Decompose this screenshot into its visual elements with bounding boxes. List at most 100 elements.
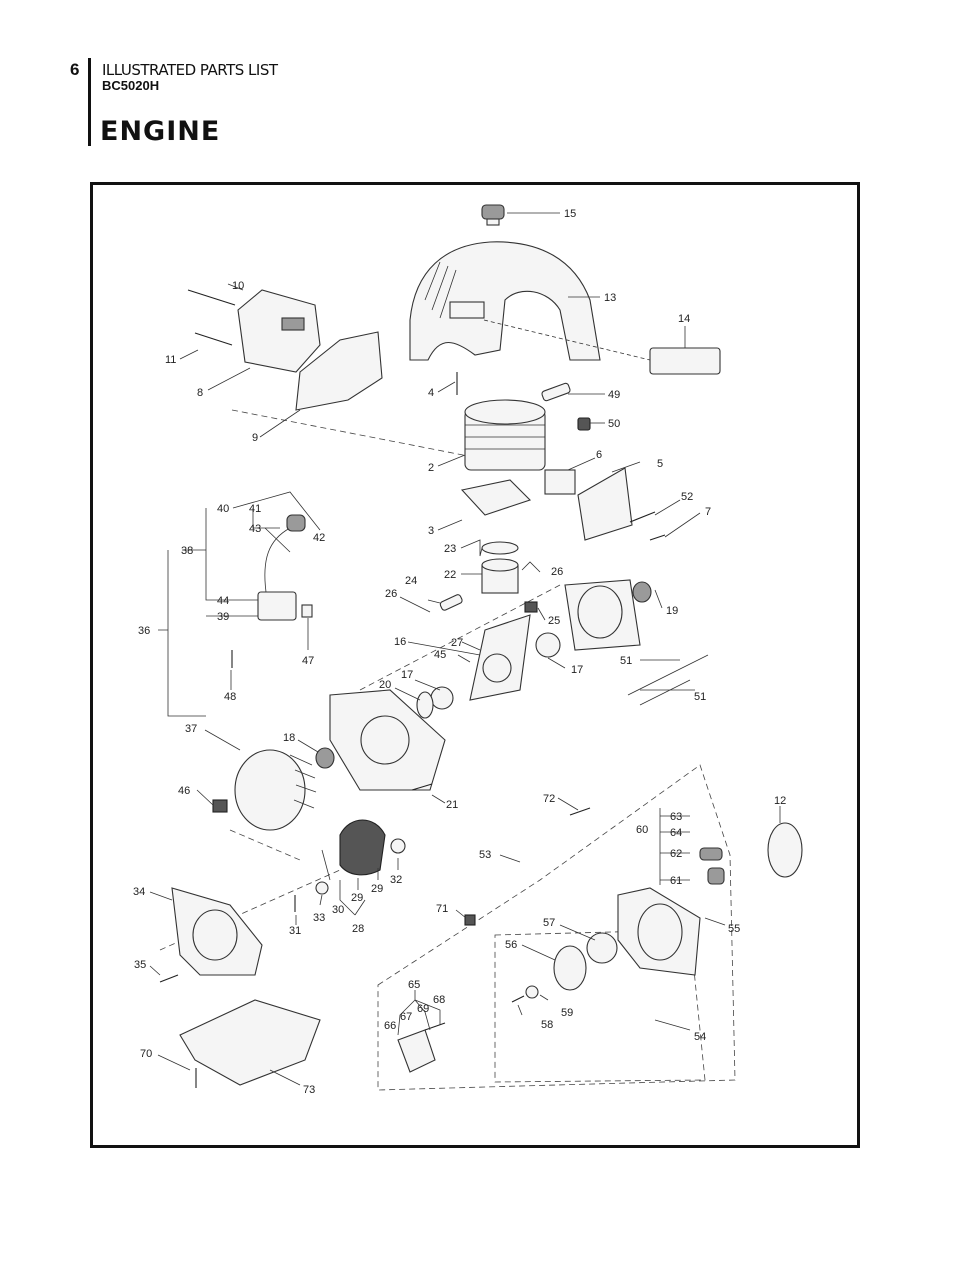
callout-16: 16: [394, 636, 406, 648]
callout-27: 27: [451, 637, 463, 649]
o-ring-part: [767, 822, 803, 878]
callout-36: 36: [138, 625, 150, 637]
callout-9: 9: [252, 432, 258, 444]
callout-25: 25: [548, 615, 560, 627]
callout-59: 59: [561, 1007, 573, 1019]
document-title: ILLUSTRATED PARTS LIST: [102, 61, 278, 79]
callout-20: 20: [379, 679, 391, 691]
callout-39: 39: [217, 611, 229, 623]
pulley-washer-part: [525, 985, 539, 999]
callout-62: 62: [670, 848, 682, 860]
callout-53: 53: [479, 849, 491, 861]
callout-15: 15: [564, 208, 576, 220]
screw-part: [649, 534, 666, 541]
starter-grip-part: [699, 847, 725, 885]
flywheel-nut-part: [212, 799, 228, 813]
header-divider: [88, 58, 91, 146]
callout-22: 22: [444, 569, 456, 581]
callout-52: 52: [681, 491, 693, 503]
muffler-gasket-part: [295, 331, 383, 411]
oil-seal-part: [632, 581, 652, 603]
callout-69: 69: [417, 1003, 429, 1015]
spark-plug-part: [541, 382, 571, 402]
callout-13: 13: [604, 292, 616, 304]
callout-60: 60: [636, 824, 648, 836]
callout-17-left: 17: [401, 669, 413, 681]
pulley-screw-part: [511, 995, 525, 1003]
recoil-spring-part: [586, 932, 618, 964]
callout-34: 34: [133, 886, 145, 898]
callout-51-lower: 51: [694, 691, 706, 703]
engine-cover-part: [409, 241, 601, 361]
cylinder-gasket-part: [460, 479, 532, 516]
callout-73: 73: [303, 1084, 315, 1096]
piston-pin-part: [439, 594, 463, 611]
starter-nut-part: [464, 914, 476, 926]
callout-26-upper: 26: [551, 566, 563, 578]
callout-14: 14: [678, 313, 690, 325]
ratchet-spring-part: [424, 1022, 446, 1031]
callout-70: 70: [140, 1048, 152, 1060]
callout-72: 72: [543, 793, 555, 805]
muffler-part: [237, 289, 321, 373]
flywheel-part: [234, 749, 317, 831]
callout-49: 49: [608, 389, 620, 401]
callout-46: 46: [178, 785, 190, 797]
callout-40: 40: [217, 503, 229, 515]
clutch-shoe-part: [339, 819, 386, 876]
callout-24: 24: [405, 575, 417, 587]
circlip-part: [416, 691, 434, 719]
ratchet-part: [397, 1029, 436, 1073]
callout-3: 3: [428, 525, 434, 537]
starter-case-part: [617, 887, 701, 976]
muffler-bolts-part: [187, 289, 236, 346]
knob-part: [481, 204, 505, 226]
model-number: BC5020H: [102, 78, 160, 93]
callout-68: 68: [433, 994, 445, 1006]
diagram-frame: [90, 182, 860, 1148]
callout-64: 64: [670, 827, 682, 839]
fan-housing-opening-part: [192, 909, 238, 961]
callout-29-right: 29: [371, 883, 383, 895]
callout-37: 37: [185, 723, 197, 735]
callout-labels: 15 13 14 10 11 8 9 4 49 50 2 6 5 52 7 3 …: [133, 208, 786, 1096]
callout-55: 55: [728, 923, 740, 935]
plug-cap-part: [577, 417, 591, 431]
callout-67: 67: [400, 1011, 412, 1023]
crankcase-left-bore-part: [360, 715, 410, 765]
callout-43: 43: [249, 523, 261, 535]
crankcase-bolt-part: [411, 783, 433, 791]
callout-65: 65: [408, 979, 420, 991]
leader-lines: [149, 212, 781, 1086]
callout-31: 31: [289, 925, 301, 937]
bearing-part-2: [430, 686, 454, 710]
callout-32: 32: [390, 874, 402, 886]
spacer-part: [301, 604, 313, 618]
callout-42: 42: [313, 532, 325, 544]
callout-28: 28: [352, 923, 364, 935]
cylinder-part: [464, 399, 546, 471]
washer-part: [390, 838, 406, 854]
fuel-tank-base-part: [179, 999, 321, 1086]
callout-41: 41: [249, 503, 261, 515]
warning-label-part: [649, 347, 721, 375]
callout-61: 61: [670, 875, 682, 887]
page-number: 6: [70, 60, 80, 79]
washer-part-2: [315, 881, 329, 895]
callout-17-right: 17: [571, 664, 583, 676]
housing-screw-part: [159, 974, 179, 983]
callout-4: 4: [428, 387, 434, 399]
needle-bearing-part: [524, 601, 538, 613]
callout-12: 12: [774, 795, 786, 807]
callout-51-upper: 51: [620, 655, 632, 667]
bearing-part: [535, 632, 561, 658]
insulator-part: [577, 467, 633, 541]
left-seal-part: [315, 747, 335, 769]
piston-part: [481, 558, 519, 594]
section-title: ENGINE: [100, 116, 221, 147]
callout-58: 58: [541, 1019, 553, 1031]
callout-19: 19: [666, 605, 678, 617]
callout-29-left: 29: [351, 892, 363, 904]
starter-group-outline: [377, 764, 736, 1091]
